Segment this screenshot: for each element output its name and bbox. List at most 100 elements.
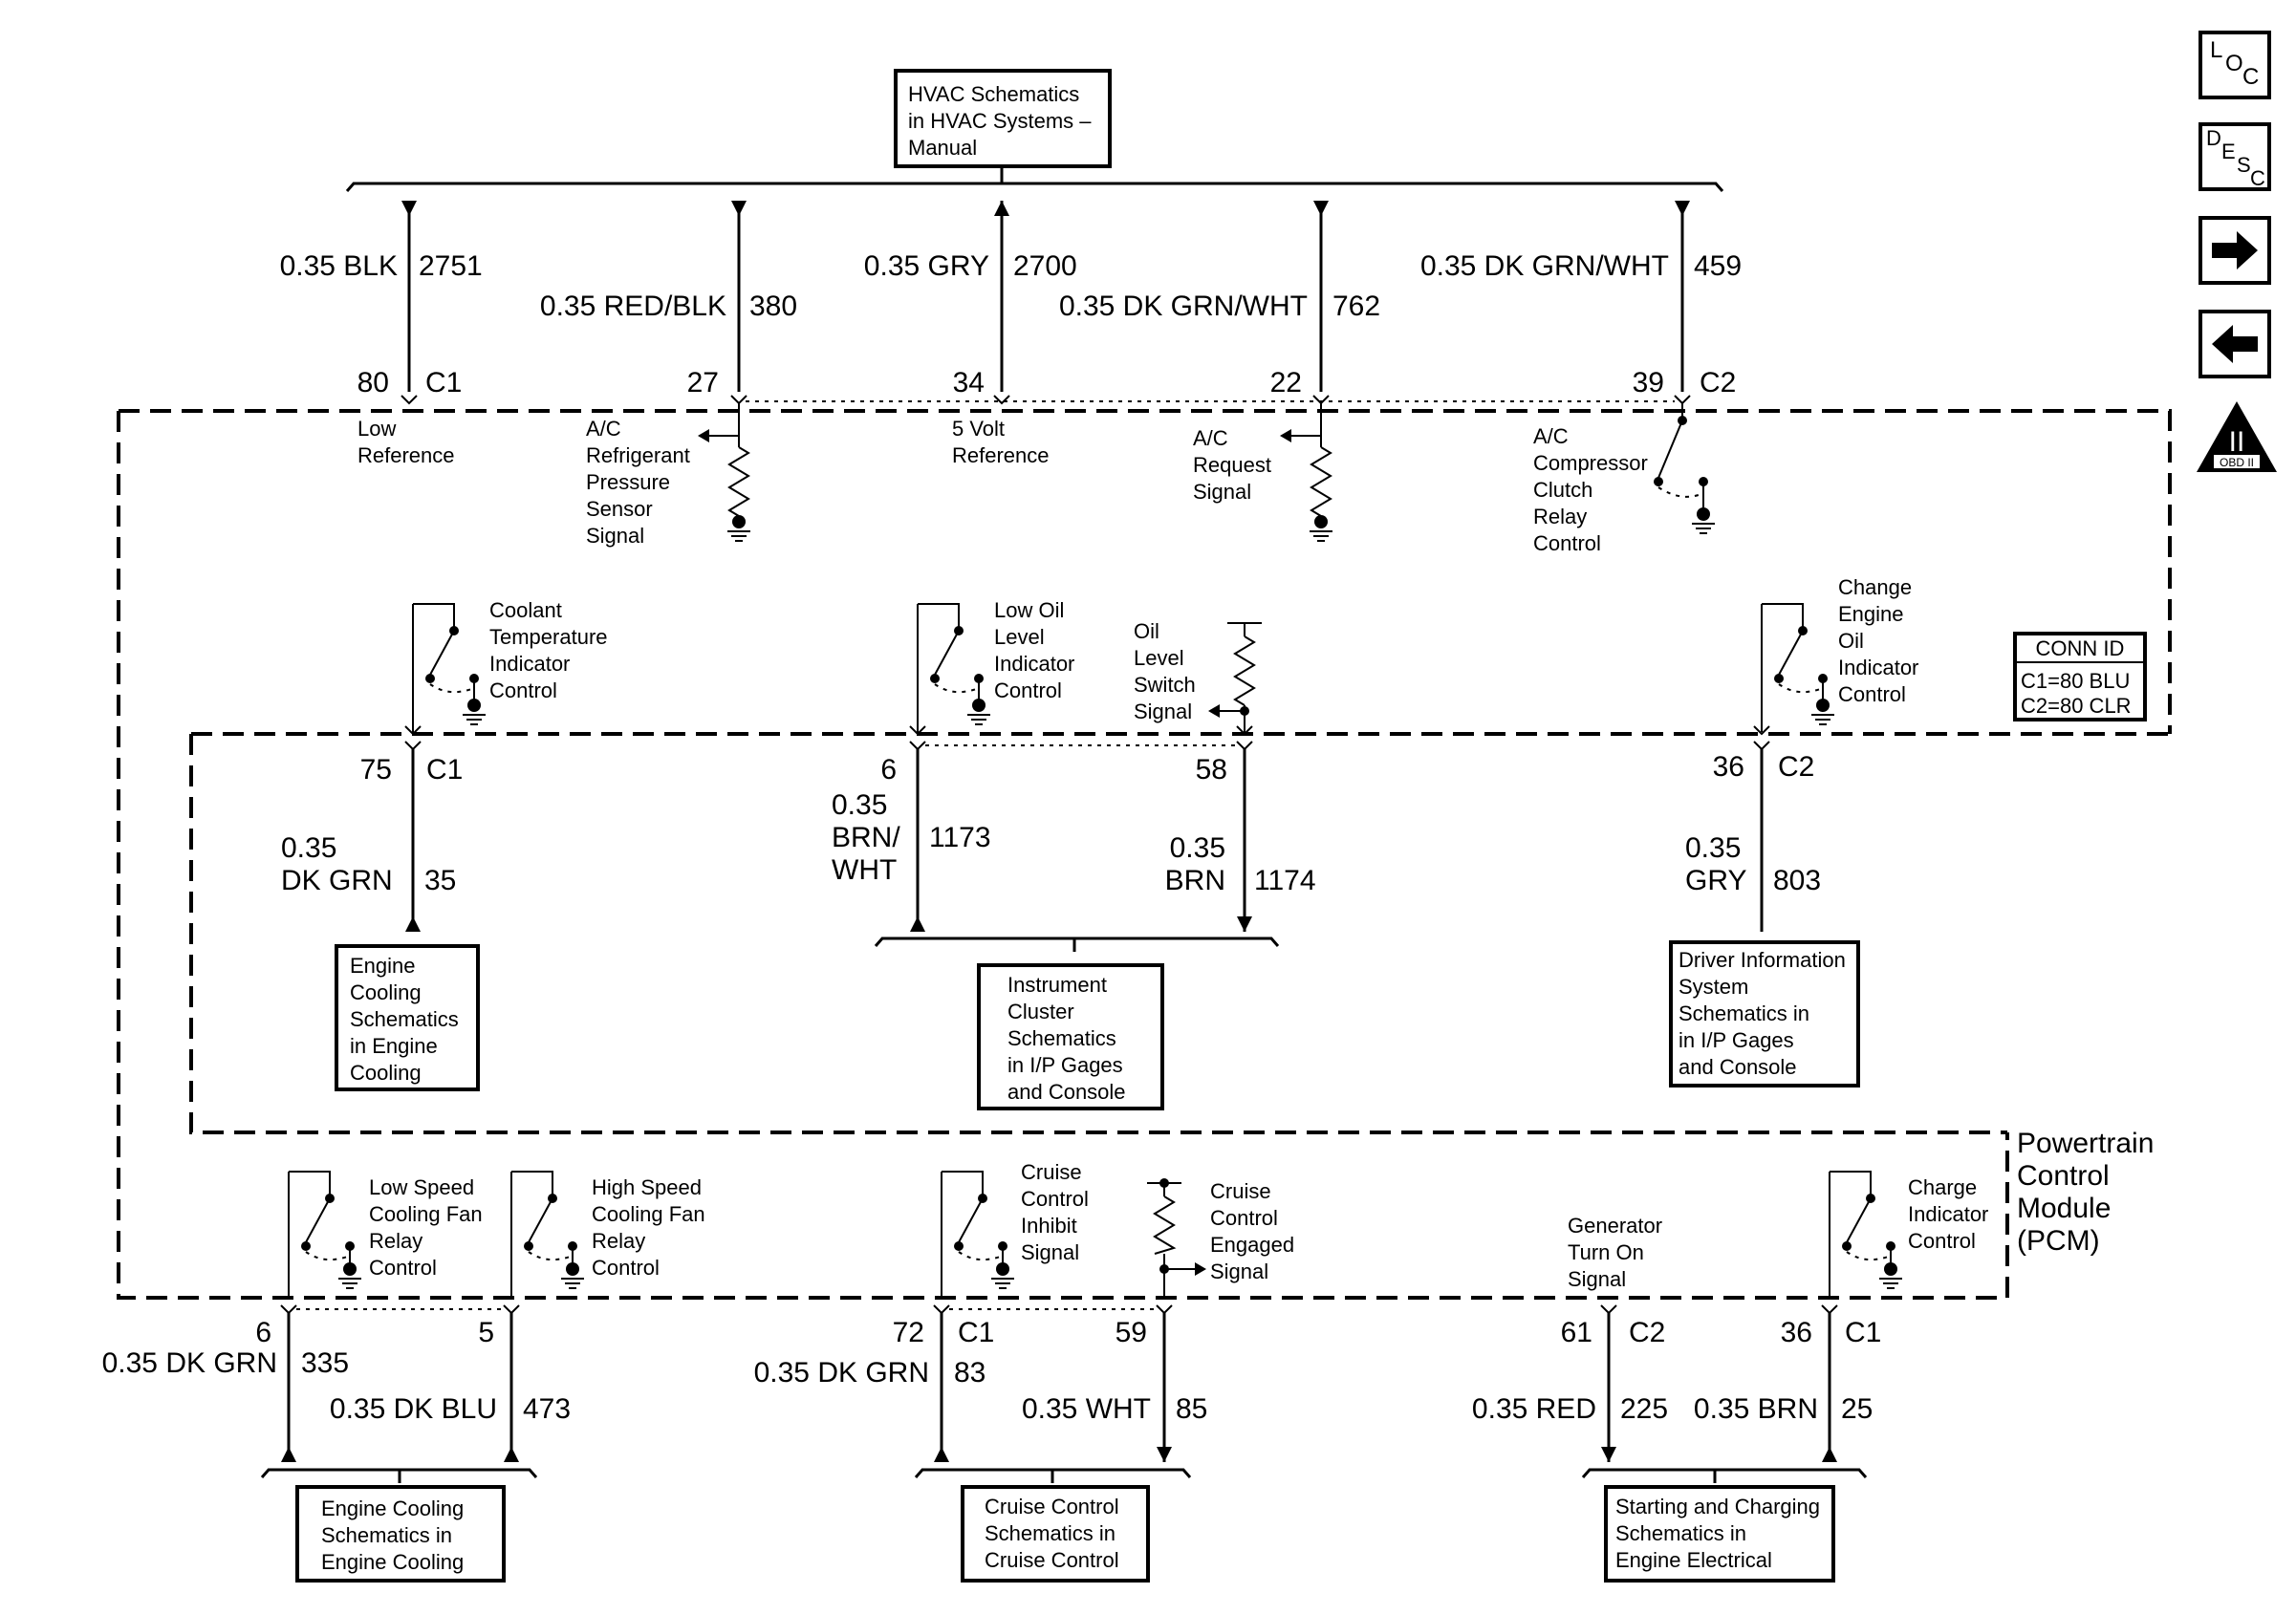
circuit-number: 225 [1620,1393,1668,1425]
previous-page-button[interactable] [2199,310,2271,378]
connector-id: C2 [1700,367,1736,398]
circuit-label-line: Engine [1838,602,1904,626]
wire-color: DK GRN [281,865,393,896]
mid-wire-1174: Oil Level Switch Signal 58 0.35 BRN 1174 [1134,619,1316,932]
circuit-number: 25 [1841,1393,1873,1425]
mid-wire-1173: Low Oil Level Indicator Control 6 0.35 B… [832,598,1074,932]
hvac-box: HVAC Schematics in HVAC Systems – Manual [894,69,1112,168]
circuit-number: 1174 [1254,865,1316,896]
hvac-box-line-3: Manual [908,136,977,160]
pcm-boundary-outer [117,409,2172,1300]
location-button[interactable]: L O C [2199,31,2271,99]
box-line: in Engine [350,1034,438,1058]
box-line: Engine [350,954,416,978]
box-line: Engine Cooling [321,1550,464,1574]
box-line: Schematics in [1679,1001,1809,1025]
wire-color: 0.35 DK BLU [330,1393,497,1425]
next-page-button[interactable] [2199,216,2271,285]
circuit-number: 473 [523,1393,571,1425]
box-line: Starting and Charging [1615,1495,1820,1518]
circuit-number: 83 [954,1357,986,1389]
circuit-label-line: Signal [1568,1267,1626,1291]
box-line: Engine Cooling [321,1497,464,1520]
box-line: and Console [1007,1080,1126,1104]
conn-id-box: CONN ID C1=80 BLU C2=80 CLR [2013,632,2147,721]
circuit-label-line: Oil [1134,619,1159,643]
hvac-box-line-2: in HVAC Systems – [908,109,1092,133]
instrument-bus-bracket [874,937,1280,952]
bot-wire-25: Charge Indicator Control 36 C1 0.35 BRN … [1694,1171,1988,1462]
desc-letter-c: C [2250,166,2265,190]
top-wire-380: 0.35 RED/BLK 380 27 A/C Refrigerant Pres… [540,201,797,548]
instrument-cluster-box: Instrument Cluster Schematics in I/P Gag… [977,963,1164,1110]
circuit-label-line: A/C [1193,426,1228,450]
connector-id: C1 [426,754,463,786]
circuit-label-line: Signal [1021,1240,1079,1264]
wire-color: 0.35 DK GRN/WHT [1059,291,1308,322]
circuit-label-line: Indicator [1838,656,1918,679]
circuit-label-line: Control [1533,531,1601,555]
pin-number: 36 [1781,1317,1812,1348]
circuit-number: 85 [1176,1393,1207,1425]
pin-number: 6 [880,754,897,786]
arrow-right-icon [2212,231,2258,269]
obd-triangle-icon [2197,401,2277,472]
connector-id: C2 [1778,751,1814,783]
circuit-label-line: Level [1134,646,1184,670]
obd-ii-badge[interactable]: II OBD II [2197,401,2277,472]
circuit-label-line: Switch [1134,673,1196,697]
description-button[interactable]: D E S C [2199,122,2271,191]
box-line: Cooling [350,1061,422,1085]
box-line: System [1679,975,1748,999]
circuit-label-line: Control [369,1256,437,1280]
circuit-number: 803 [1773,865,1821,896]
bot-wire-85: Cruise Control Engaged Signal 59 0.35 WH… [1022,1178,1294,1462]
circuit-label-line: Relay [592,1229,645,1253]
box-line: Cooling [350,980,422,1004]
hvac-box-line-1: HVAC Schematics [908,82,1079,106]
circuit-label-line: Low Oil [994,598,1064,622]
pin-number: 75 [360,754,392,786]
loc-letter-l: L [2210,37,2222,63]
wire-color: GRY [1685,865,1746,896]
module-name-line: Control [2017,1160,2110,1192]
wire-color: 0.35 RED [1472,1393,1596,1425]
driver-info-box: Driver Information System Schematics in … [1669,940,1860,1087]
connector-id: C1 [425,367,462,398]
engine-cooling-box-bot: Engine Cooling Schematics in Engine Cool… [295,1485,506,1583]
circuit-label-line: Cooling Fan [369,1202,483,1226]
pin-number: 80 [357,367,389,398]
bot-wire-83: Cruise Control Inhibit Signal 72 C1 0.35… [754,1160,1089,1462]
conn-id-title: CONN ID [2036,636,2125,660]
arrow-left-icon [2212,325,2258,363]
bot-wire-473: High Speed Cooling Fan Relay Control 5 0… [330,1171,705,1462]
top-wire-459: 0.35 DK GRN/WHT 459 39 C2 A/C Compressor… [1420,201,1742,555]
circuit-label-line: Sensor [586,497,653,521]
wire-color: 0.35 DK GRN [754,1357,929,1389]
circuit-number: 35 [424,865,456,896]
pin-number: 36 [1713,751,1744,783]
circuit-label-line: Cruise [1210,1179,1271,1203]
circuit-label-line: Refrigerant [586,443,690,467]
circuit-number: 335 [301,1347,349,1379]
mid-wire-35: Coolant Temperature Indicator Control 75… [281,598,608,932]
desc-letter-e: E [2221,140,2236,163]
wire-color: 0.35 RED/BLK [540,291,726,322]
circuit-label-line: Relay [369,1229,422,1253]
circuit-label-line: Generator [1568,1214,1662,1238]
wire-color: 0.35 DK GRN/WHT [1420,250,1669,282]
circuit-label-line: Pressure [586,470,670,494]
circuit-label-line: Signal [1210,1260,1268,1283]
circuit-label-line: Inhibit [1021,1214,1077,1238]
pin-number: 72 [893,1317,924,1348]
circuit-label-line: Control [1908,1229,1976,1253]
circuit-label-line: Reference [357,443,455,467]
box-line: in I/P Gages [1007,1053,1123,1077]
box-line: Schematics in [985,1521,1116,1545]
circuit-label-line: Low Speed [369,1175,474,1199]
circuit-label-line: Indicator [489,652,570,676]
conn-id-c1: C1=80 BLU [2021,669,2130,693]
module-name-line: (PCM) [2017,1225,2100,1257]
circuit-label-line: Low [357,417,396,441]
